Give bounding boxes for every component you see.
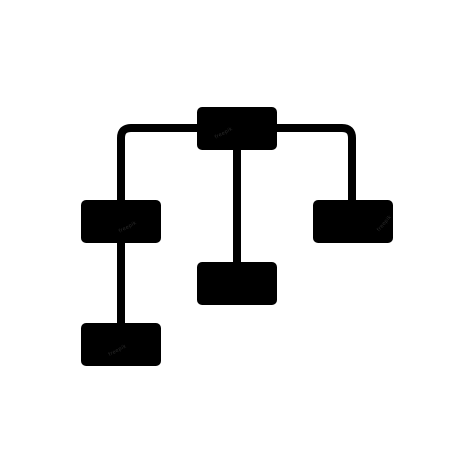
middle-node	[197, 262, 277, 305]
left-child-node	[81, 323, 161, 366]
edge-root-to-right	[274, 124, 356, 203]
root-node	[197, 107, 277, 150]
left-node	[81, 200, 161, 243]
right-node	[313, 200, 393, 243]
edge-root-to-left	[117, 124, 200, 203]
